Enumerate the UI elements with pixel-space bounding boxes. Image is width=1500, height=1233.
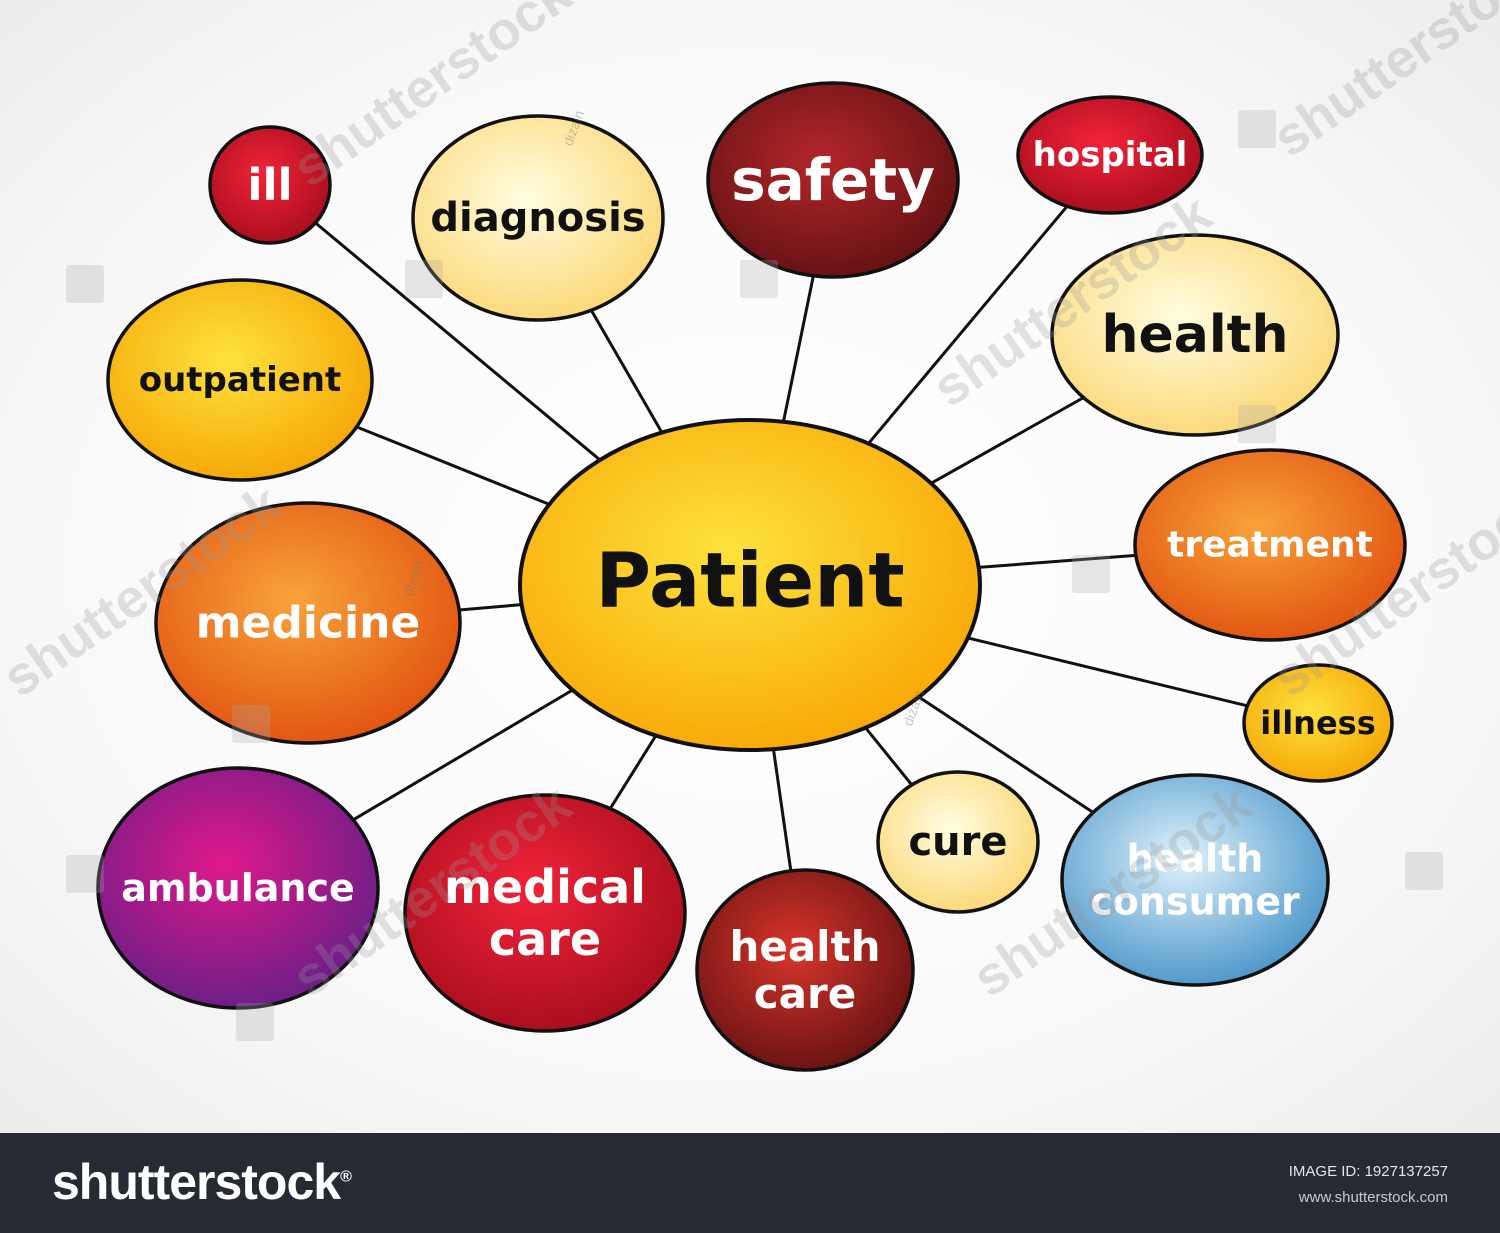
connector-line [866,204,1069,446]
node-medicine[interactable]: medicine [154,501,462,745]
node-shape [411,114,665,322]
connector-line [977,553,1138,569]
node-diagnosis[interactable]: diagnosis [411,114,665,322]
node-label: medical [444,860,646,914]
node-shape [1242,663,1394,783]
logo-text: shutterstock [52,1154,341,1210]
node-shape [876,770,1040,914]
node-shape [106,278,374,482]
footer-bar: shutterstock® IMAGE ID: 1927137257 www.s… [0,1133,1500,1233]
node-label: care [754,969,856,1018]
node-label: care [489,912,601,966]
central-node-patient[interactable]: Patient [518,418,982,752]
node-label: ambulance [121,866,355,910]
node-label: health [729,922,880,971]
connector-line [457,603,524,612]
connector-line [966,636,1249,708]
node-label: health [1127,837,1264,881]
registered-mark: ® [340,1168,352,1186]
node-label: hospital [1033,135,1188,175]
shutterstock-logo[interactable]: shutterstock® [52,1153,352,1211]
connector-line [929,396,1086,485]
mindmap-canvas: Patient ill diagnosis safety hospital health… [0,0,1500,1133]
node-shape [695,868,915,1072]
connector-line [351,688,575,822]
connector-line [781,274,815,424]
connector-line [771,747,793,873]
connector-line [608,734,658,811]
mindmap-diagram: Patient ill diagnosis safety hospital health… [96,81,1407,1072]
node-label: cure [908,819,1007,865]
connector-line [863,726,914,787]
footer-url[interactable]: www.shutterstock.com [1298,1189,1448,1206]
node-ill[interactable]: ill [208,125,332,245]
central-node-shape [518,418,982,752]
node-label: diagnosis [430,195,645,241]
node-shape [403,793,687,1033]
node-label: health [1101,305,1288,365]
node-label: outpatient [139,360,342,400]
node-treatment[interactable]: treatment [1133,448,1407,642]
node-shape [1060,773,1330,987]
connector-line [589,308,664,435]
node-hospital[interactable]: hospital [1016,95,1204,215]
connector-line [313,221,602,462]
node-shape [154,501,462,745]
node-shape [1016,95,1204,215]
node-label: safety [731,146,935,214]
connector-line [355,425,551,506]
node-label: consumer [1090,879,1300,923]
image-id: IMAGE ID: 1927137257 [1288,1163,1448,1180]
node-ambulance[interactable]: ambulance [96,766,380,1010]
node-label: treatment [1167,525,1373,566]
node-shape [706,81,960,279]
node-label: ill [247,160,292,211]
connector-lines [313,204,1249,873]
central-node-label: Patient [595,536,904,625]
node-shape [208,125,332,245]
node-cure[interactable]: cure [876,770,1040,914]
node-label: illness [1260,704,1375,742]
node-shape [1133,448,1407,642]
node-label: medicine [196,598,421,649]
node-safety[interactable]: safety [706,81,960,279]
node-shape [96,766,380,1010]
node-shape [1050,233,1340,437]
node-illness[interactable]: illness [1242,663,1394,783]
node-outpatient[interactable]: outpatient [106,278,374,482]
node-health[interactable]: health [1050,233,1340,437]
connector-line [917,695,1095,814]
